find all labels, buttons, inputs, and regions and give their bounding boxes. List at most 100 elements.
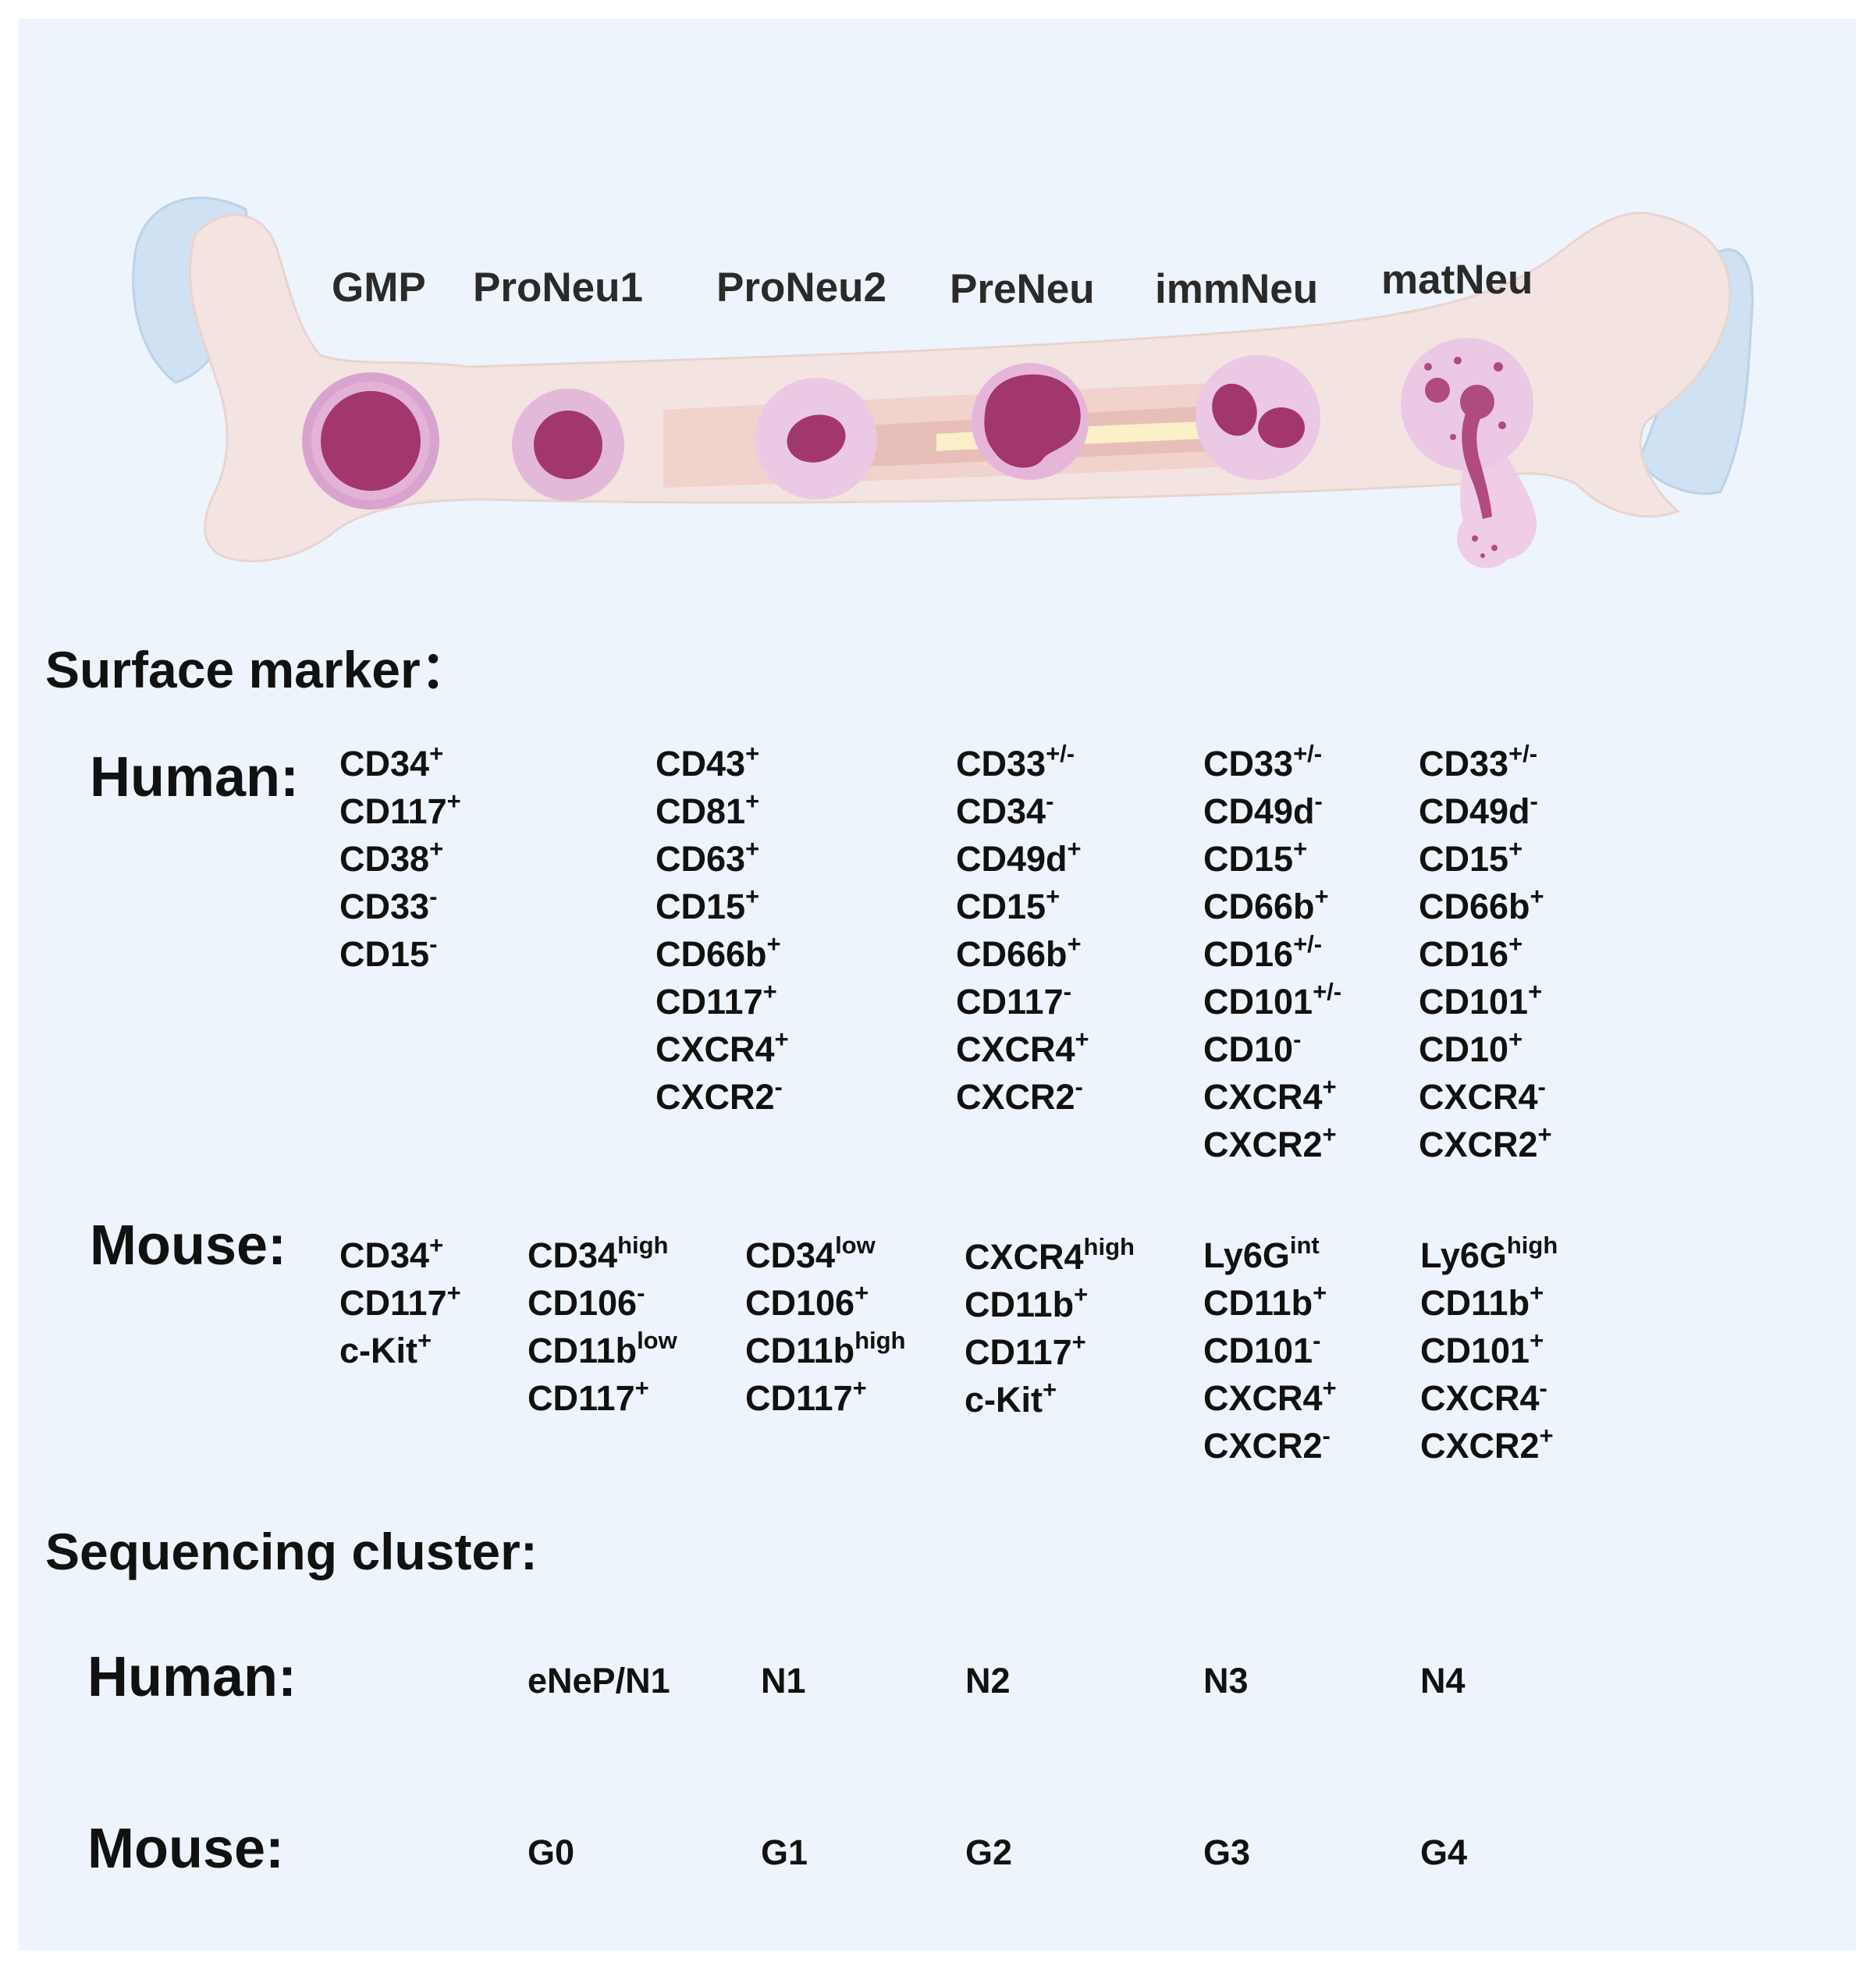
marker-item: Ly6Ghigh xyxy=(1420,1232,1558,1279)
marker-name: CD101 xyxy=(1203,1331,1313,1370)
marker-item: CD117+ xyxy=(745,1374,905,1422)
marker-name: CD11b xyxy=(528,1331,638,1370)
marker-item: Ly6Gint xyxy=(1203,1232,1337,1279)
cluster-human-value: N1 xyxy=(761,1661,806,1701)
marker-expression: + xyxy=(1075,1025,1089,1053)
marker-item: CD66b+ xyxy=(1419,883,1552,930)
marker-name: CD63 xyxy=(656,839,746,879)
marker-name: CXCR2 xyxy=(1419,1125,1538,1164)
marker-item: CD34+ xyxy=(339,740,461,787)
marker-item: CXCR4+ xyxy=(1203,1374,1337,1422)
marker-expression: +/- xyxy=(1313,978,1342,1005)
marker-item: CD33- xyxy=(339,883,461,930)
marker-expression: + xyxy=(774,1025,789,1053)
marker-item: CD43+ xyxy=(656,740,789,787)
marker-name: CD66b xyxy=(656,934,767,974)
marker-name: c-Kit xyxy=(339,1331,417,1370)
marker-name: CD106 xyxy=(528,1283,638,1323)
marker-expression: + xyxy=(745,835,760,862)
marker-name: CD49d xyxy=(1203,791,1315,831)
marker-name: CD10 xyxy=(1419,1029,1509,1069)
marker-name: CD15 xyxy=(1203,839,1294,879)
marker-expression: + xyxy=(1322,1121,1337,1148)
marker-expression: + xyxy=(1074,1281,1089,1308)
marker-expression: - xyxy=(1293,1025,1302,1053)
marker-name: CD11b xyxy=(1420,1283,1530,1323)
marker-name: CD15 xyxy=(339,934,430,974)
marker-expression: + xyxy=(1530,1327,1544,1354)
marker-item: CD11b+ xyxy=(965,1281,1135,1328)
marker-item: CD10+ xyxy=(1419,1025,1552,1073)
marker-name: CXCR2 xyxy=(656,1077,775,1117)
marker-name: CD15 xyxy=(656,887,746,926)
marker-expression: + xyxy=(634,1374,649,1402)
marker-expression: + xyxy=(1530,1279,1544,1306)
human-markers-matneu: CD33+/-CD49d-CD15+CD66b+CD16+CD101+CD10+… xyxy=(1419,740,1552,1168)
marker-item: CXCR2+ xyxy=(1419,1121,1552,1168)
marker-name: CD101 xyxy=(1419,982,1529,1022)
marker-item: CXCR2- xyxy=(1203,1422,1337,1470)
marker-item: CD15+ xyxy=(956,883,1089,930)
marker-name: CD15 xyxy=(1419,839,1509,879)
marker-item: CD117+ xyxy=(339,787,461,835)
marker-expression: + xyxy=(852,1374,867,1402)
marker-item: CD34- xyxy=(956,787,1089,835)
marker-expression: - xyxy=(1046,787,1054,815)
marker-name: CD33 xyxy=(1203,744,1294,784)
gmp-cell xyxy=(302,372,439,510)
marker-name: CXCR4 xyxy=(965,1237,1084,1277)
marker-name: c-Kit xyxy=(965,1380,1043,1420)
marker-name: CXCR4 xyxy=(656,1029,775,1069)
marker-name: CXCR2 xyxy=(956,1077,1075,1117)
marker-expression: + xyxy=(417,1327,432,1354)
marker-expression: + xyxy=(1043,1376,1057,1403)
marker-expression: + xyxy=(1537,1121,1552,1148)
cluster-human-value: N3 xyxy=(1203,1661,1249,1701)
marker-item: CD101+ xyxy=(1419,978,1552,1025)
marker-name: CXCR2 xyxy=(1420,1426,1540,1466)
marker-expression: - xyxy=(1314,787,1323,815)
marker-name: CD117 xyxy=(339,1283,447,1323)
marker-expression: + xyxy=(745,740,760,767)
proneu1-cell xyxy=(512,389,624,501)
marker-expression: high xyxy=(1083,1233,1135,1260)
marker-name: CD33 xyxy=(339,887,430,926)
marker-name: CD34 xyxy=(339,1235,430,1275)
marker-expression: + xyxy=(745,787,760,815)
marker-item: CD63+ xyxy=(656,835,789,883)
marker-item: CD38+ xyxy=(339,835,461,883)
marker-expression: +/- xyxy=(1046,740,1075,767)
marker-name: CD66b xyxy=(1419,887,1530,926)
marker-item: CD81+ xyxy=(656,787,789,835)
marker-name: CD81 xyxy=(656,791,746,831)
marker-expression: - xyxy=(1530,787,1538,815)
marker-name: Ly6G xyxy=(1203,1235,1290,1275)
marker-name: CD34 xyxy=(528,1235,618,1275)
marker-item: CD15- xyxy=(339,930,461,978)
human-markers-gmp: CD34+CD117+CD38+CD33-CD15- xyxy=(339,740,461,978)
marker-expression: + xyxy=(1528,978,1543,1005)
marker-item: CD11bhigh xyxy=(745,1327,905,1374)
marker-item: CD101+/- xyxy=(1203,978,1341,1025)
cluster-human-value: eNeP/N1 xyxy=(528,1661,670,1701)
marker-expression: + xyxy=(1322,1073,1337,1100)
marker-expression: - xyxy=(429,930,438,958)
marker-item: CD117+ xyxy=(656,978,789,1025)
marker-expression: - xyxy=(637,1279,645,1306)
marker-item: CXCR2- xyxy=(956,1073,1089,1121)
marker-name: CD10 xyxy=(1203,1029,1294,1069)
human-markers-preneu: CD33+/-CD34-CD49d+CD15+CD66b+CD117-CXCR4… xyxy=(956,740,1089,1121)
bone-illustration xyxy=(132,197,1754,568)
matneu-cell xyxy=(1401,338,1537,568)
marker-item: CXCR2+ xyxy=(1203,1121,1341,1168)
preneu-cell xyxy=(972,363,1089,480)
marker-expression: + xyxy=(429,740,444,767)
marker-expression: + xyxy=(446,787,461,815)
marker-item: CD66b+ xyxy=(656,930,789,978)
marker-item: CD15+ xyxy=(1203,835,1341,883)
marker-expression: + xyxy=(855,1279,869,1306)
marker-item: CD33+/- xyxy=(956,740,1089,787)
